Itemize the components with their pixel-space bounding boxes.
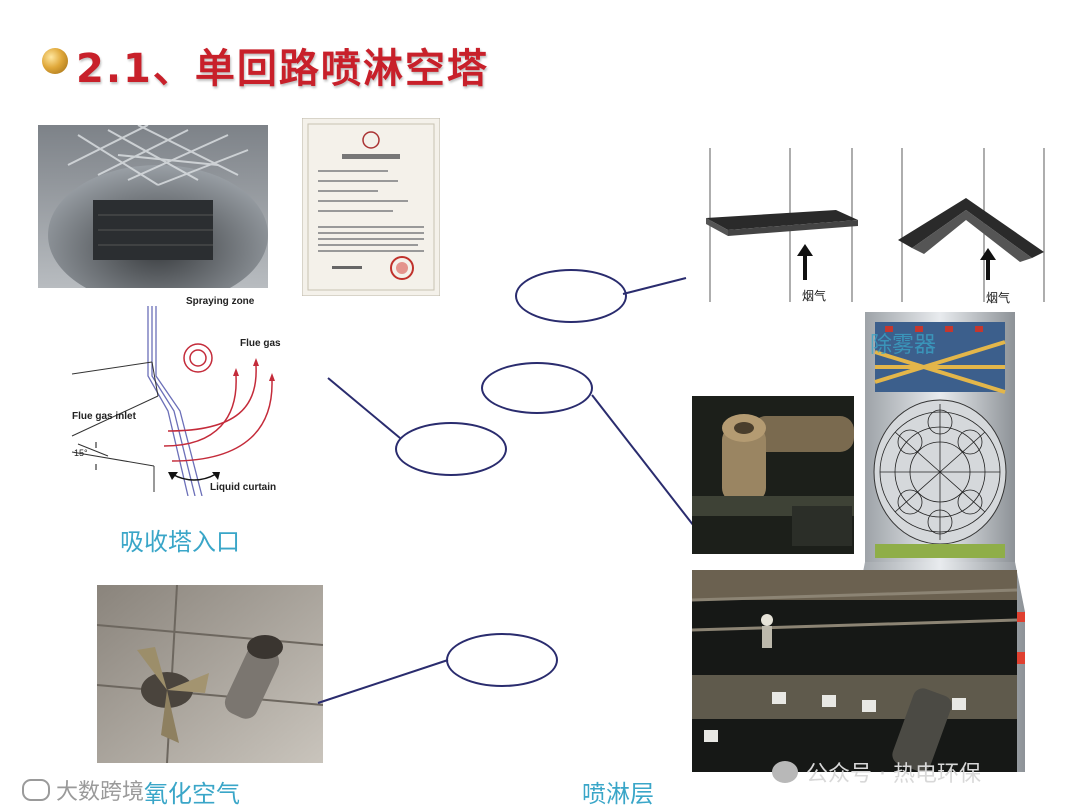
spray-nozzle-photo (692, 396, 854, 554)
watermark-right: 公众号 · 热电环保 (772, 756, 981, 788)
callout-oval-left (395, 422, 507, 476)
label-flue-gas-inlet: Flue gas inlet (72, 411, 137, 422)
label-spraying-zone: Spraying zone (186, 296, 255, 307)
inlet-schematic-diagram: Spraying zone Flue gas Flue gas inlet 15… (68, 296, 318, 497)
oxidation-agitator-photo (97, 585, 323, 763)
page-title: 2.1、单回路喷淋空塔 (76, 46, 489, 92)
label-flue-gas: Flue gas (240, 338, 281, 349)
wechat-icon (772, 761, 798, 783)
mist-label-right-flue: 烟气 (986, 290, 1010, 305)
watermark-left-text: 大数跨境 (56, 780, 145, 805)
demister-label: 除雾器 (870, 333, 937, 358)
patent-certificate-image (302, 118, 440, 296)
watermark-left: 大数跨境 (22, 774, 144, 806)
tower-interior-photo (38, 125, 268, 288)
mist-eliminator-diagram: 烟气 烟气 (686, 140, 1061, 310)
caption-spray-layer: 喷淋层 (582, 780, 654, 808)
spray-layer-photo (692, 570, 1017, 772)
watermark-logo-icon (22, 779, 50, 801)
caption-inlet: 吸收塔入口 (120, 528, 240, 556)
callout-oval-top (515, 269, 627, 323)
label-angle: 15° (74, 448, 88, 458)
mist-label-left-flue: 烟气 (802, 288, 826, 303)
label-liquid-curtain: Liquid curtain (210, 482, 276, 493)
callout-oval-bottom (446, 633, 558, 687)
title-bullet-icon (42, 48, 68, 74)
caption-oxidation-air: 氧化空气 (144, 780, 240, 808)
watermark-right-text: 公众号 · 热电环保 (806, 762, 981, 787)
callout-oval-middle (481, 362, 593, 414)
